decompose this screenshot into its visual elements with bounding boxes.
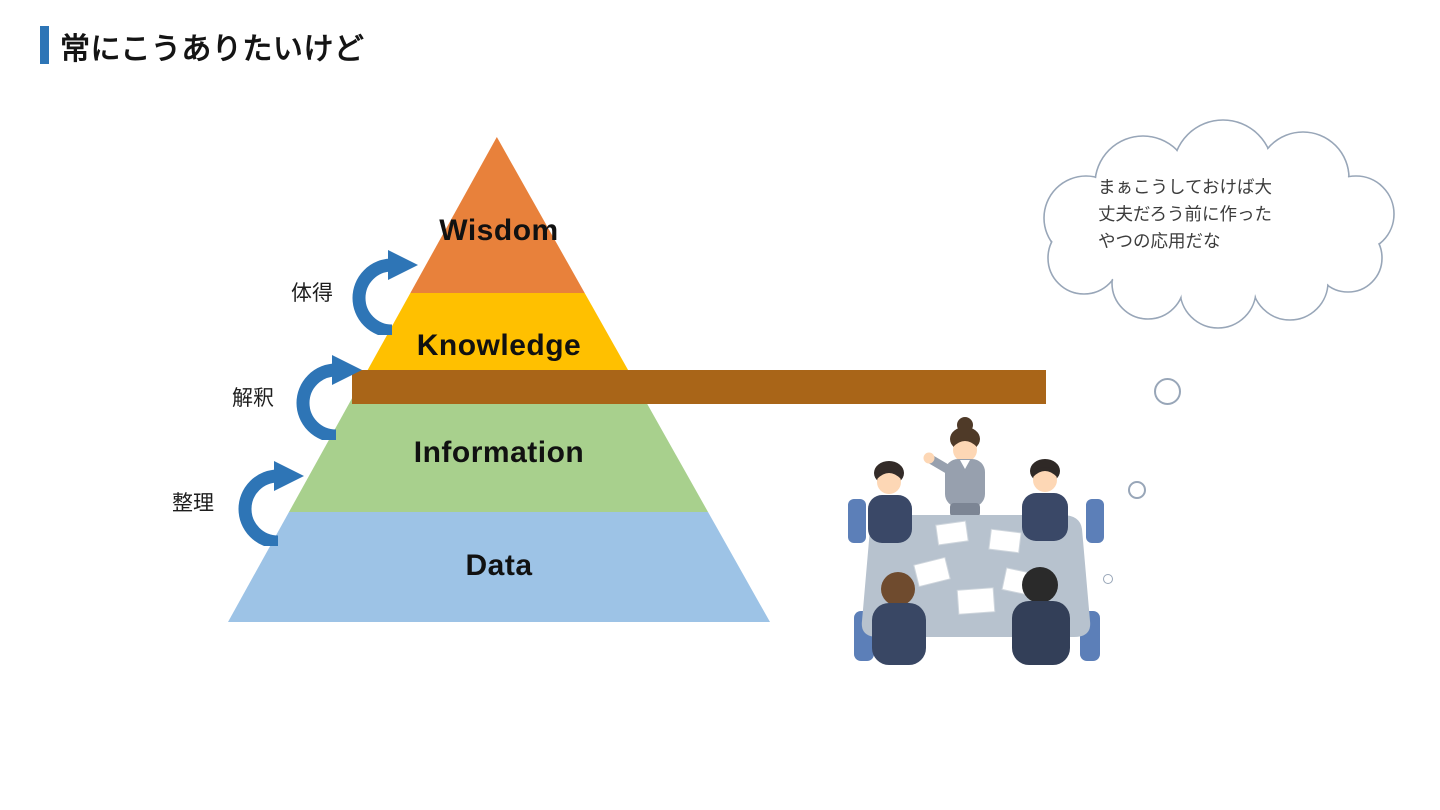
highlight-bar: [352, 370, 1046, 404]
pyramid-level-data: [228, 512, 770, 622]
transition-label-kaishaku: 解釈: [232, 386, 274, 410]
transition-label-seiri: 整理: [172, 491, 214, 515]
person-front-right: [1012, 567, 1070, 665]
thought-trail-circle: [1128, 481, 1146, 499]
thought-line: まぁこうしておけば大: [1098, 177, 1272, 197]
knowledge-label: Knowledge: [416, 329, 582, 362]
thought-trail-circle: [1103, 574, 1113, 584]
transition-label-taitoku: 体得: [291, 281, 333, 305]
arrow-head: [274, 461, 304, 491]
thought-trail-circle: [1154, 378, 1181, 405]
arrow-arc: [238, 469, 279, 546]
arrow-arc: [352, 258, 393, 335]
title-accent-bar: [40, 26, 49, 64]
arrow-arc: [296, 363, 337, 440]
arrow-head: [332, 355, 362, 385]
page-title: 常にこうありたいけど: [60, 33, 365, 66]
wisdom-label: Wisdom: [439, 214, 559, 247]
person-front-left: [872, 572, 926, 665]
thought-bubble: [1043, 119, 1395, 329]
person-left: [868, 461, 912, 543]
cloud-fill: [1045, 121, 1393, 327]
data-label: Data: [465, 549, 533, 582]
thought-bubble-text: まぁこうしておけば大 丈夫だろう前に作った やつの応用だな: [1098, 174, 1350, 255]
arrow-head: [388, 250, 418, 280]
thought-line: 丈夫だろう前に作った: [1098, 204, 1272, 225]
meeting-illustration: [848, 417, 1104, 665]
curved-arrow-icon: [296, 355, 362, 440]
information-label: Information: [413, 436, 585, 469]
thought-line: やつの応用だな: [1098, 231, 1221, 252]
curved-arrow-icon: [352, 250, 418, 335]
curved-arrow-icon: [238, 461, 304, 546]
presenter: [923, 417, 985, 517]
person-right: [1022, 459, 1068, 541]
